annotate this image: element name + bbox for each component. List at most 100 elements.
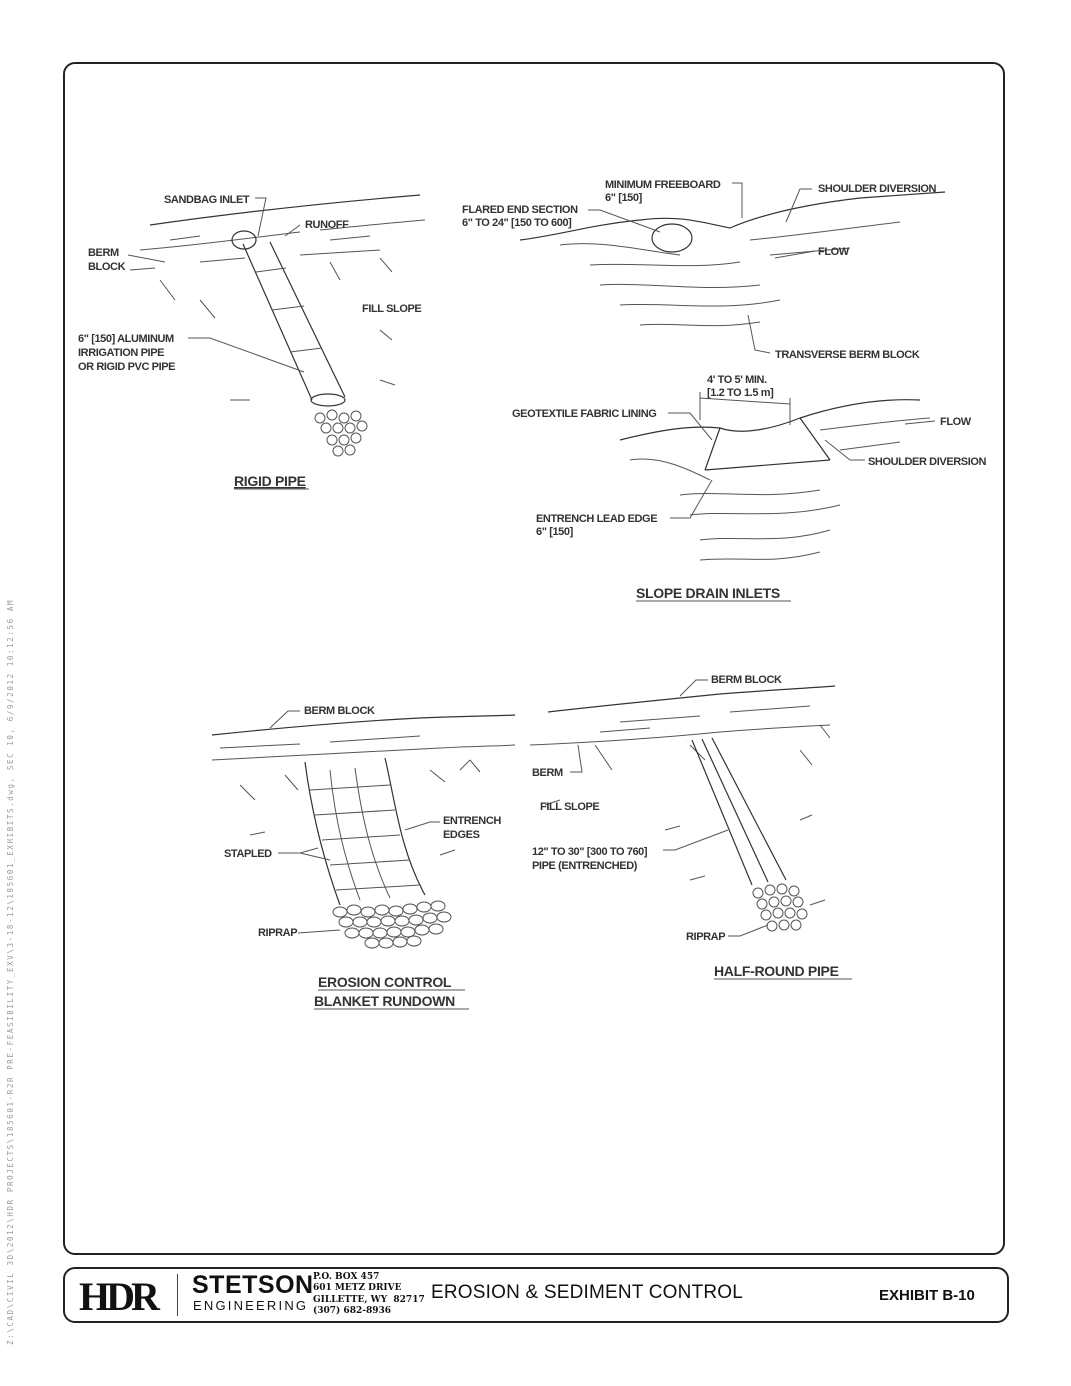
leader-geotextile	[668, 412, 713, 441]
label-runoff: RUNOFF	[305, 219, 349, 231]
leader-shoulder-top	[785, 188, 812, 223]
label-half-round-berm-block: BERM BLOCK	[711, 674, 782, 686]
label-shoulder-diversion-bottom: SHOULDER DIVERSION	[868, 456, 987, 468]
leader-transverse-berm	[747, 314, 771, 354]
label-entrench-lead: ENTRENCH LEAD EDGE	[536, 513, 657, 525]
label-half-round-berm: BERM	[532, 767, 563, 779]
title-slope-drain-inlets: SLOPE DRAIN INLETS	[636, 585, 780, 601]
label-flared-end-2: 6" TO 24" [150 TO 600]	[462, 217, 572, 229]
leader-sandbag	[255, 197, 267, 237]
rundown-top-edge	[211, 714, 516, 736]
half-round-pipe-figure: BERM BLOCK BERM FILL SLOPE 12" TO 30" [3…	[529, 674, 852, 980]
leader-min-freeboard	[732, 182, 743, 218]
title-blanket-rundown-2: BLANKET RUNDOWN	[314, 993, 455, 1009]
half-round-grass	[544, 724, 831, 906]
rigid-pipe-riprap	[314, 409, 368, 457]
title-blanket-rundown-1: EROSION CONTROL	[318, 974, 452, 990]
rigid-pipe-grass	[159, 257, 396, 401]
label-flow-bottom: FLOW	[940, 416, 972, 428]
label-flared-end: FLARED END SECTION	[462, 204, 578, 216]
leader-flow-bottom	[904, 420, 936, 425]
label-berm: BERM	[88, 247, 119, 259]
label-pipe-line-1: 6" [150] ALUMINUM	[78, 333, 174, 345]
label-entrench-lead-2: 6" [150]	[536, 526, 574, 538]
leader-berm-block	[127, 254, 166, 263]
label-geotextile: GEOTEXTILE FABRIC LINING	[512, 408, 656, 420]
label-transverse-berm: TRANSVERSE BERM BLOCK	[775, 349, 920, 361]
label-half-round-fill-slope: FILL SLOPE	[540, 801, 599, 813]
hdr-logo: HDR	[79, 1274, 160, 1319]
title-half-round-pipe: HALF-ROUND PIPE	[714, 963, 839, 979]
leader-half-round-pipe	[663, 829, 729, 851]
label-stapled: STAPLED	[224, 848, 272, 860]
rigid-pipe-top-edge	[149, 194, 421, 226]
leader-shoulder-bottom	[824, 439, 865, 461]
underline-blanket-rundown	[314, 989, 469, 1010]
address-line-2: 601 METZ DRIVE	[313, 1283, 402, 1294]
sheet-title: EROSION & SEDIMENT CONTROL	[431, 1282, 744, 1303]
label-edges: EDGES	[443, 829, 480, 841]
leader-entrench-lead	[670, 479, 713, 519]
engineering-logo: ENGINEERING	[193, 1298, 309, 1313]
blanket-mesh	[309, 767, 421, 901]
sandbag-shape	[231, 230, 257, 250]
leader-entrench-edges	[404, 821, 440, 831]
label-rundown-berm-block: BERM BLOCK	[304, 705, 375, 717]
label-pipe-line-2: IRRIGATION PIPE	[78, 347, 164, 359]
leader-riprap-rundown	[297, 929, 341, 934]
rigid-pipe-joints	[255, 267, 323, 353]
label-width: 4' TO 5' MIN.	[707, 374, 767, 386]
rigid-pipe-figure: SANDBAG INLET RUNOFF BERM BLOCK FILL SLO…	[78, 194, 426, 490]
half-round-ridge	[529, 705, 831, 746]
leader-flared-end	[588, 209, 661, 233]
label-shoulder-diversion-top: SHOULDER DIVERSION	[818, 183, 937, 195]
label-pipe-line-3: OR RIGID PVC PIPE	[78, 361, 175, 373]
label-fill-slope: FILL SLOPE	[362, 303, 421, 315]
rundown-ridge	[211, 735, 516, 761]
rigid-pipe-outlet	[310, 393, 346, 407]
label-half-round-riprap: RIPRAP	[686, 931, 725, 943]
label-flow-top: FLOW	[818, 246, 850, 258]
leader-flow-top	[774, 250, 816, 259]
title-block	[63, 1267, 1009, 1323]
half-round-top-edge	[547, 685, 836, 713]
address-line-4: (307) 682-8936	[313, 1305, 392, 1316]
inlet-bottom-hatching	[629, 417, 931, 561]
logo-divider	[177, 1274, 178, 1316]
rigid-pipe-hatching	[129, 235, 381, 271]
half-round-pipe-body	[691, 737, 787, 886]
inlet-bottom-lining	[704, 417, 831, 471]
blanket-edges	[304, 757, 426, 906]
inlet-top-surface	[519, 191, 946, 241]
stetson-logo: STETSON	[192, 1271, 314, 1299]
half-round-riprap	[752, 883, 808, 932]
label-riprap-rundown: RIPRAP	[258, 927, 297, 939]
address-line-3: GILLETTE, WY 82717	[313, 1294, 425, 1305]
blanket-rundown-figure: BERM BLOCK ENTRENCH EDGES STAPLED RIPRAP…	[211, 705, 516, 1010]
leader-pipe	[188, 337, 305, 373]
label-half-round-pipe-2: PIPE (ENTRENCHED)	[532, 860, 638, 872]
dimension-ticks	[699, 392, 791, 425]
label-min-freeboard-2: 6" [150]	[605, 192, 643, 204]
inlet-bottom-surface	[619, 399, 921, 441]
slope-drain-inlets-figure: MINIMUM FREEBOARD 6" [150] SHOULDER DIVE…	[462, 179, 987, 602]
label-width-2: [1.2 TO 1.5 m]	[707, 387, 774, 399]
dimension-width	[699, 397, 791, 405]
leader-half-round-berm	[570, 744, 583, 773]
drawing-frame	[63, 62, 1005, 1255]
rundown-grass	[239, 759, 481, 856]
rundown-riprap	[332, 900, 452, 949]
label-block: BLOCK	[88, 261, 126, 273]
exhibit-number: EXHIBIT B-10	[879, 1287, 975, 1304]
label-min-freeboard: MINIMUM FREEBOARD	[605, 179, 721, 191]
rigid-pipe-ridge	[139, 219, 426, 251]
label-entrench: ENTRENCH	[443, 815, 501, 827]
title-rigid-pipe: RIGID PIPE	[234, 473, 306, 489]
leader-half-round-berm-block	[679, 679, 708, 697]
leader-half-round-riprap	[728, 924, 769, 937]
leader-rundown-berm	[269, 710, 300, 729]
label-half-round-pipe-1: 12" TO 30" [300 TO 760]	[532, 846, 648, 858]
label-sandbag-inlet: SANDBAG INLET	[164, 194, 250, 206]
